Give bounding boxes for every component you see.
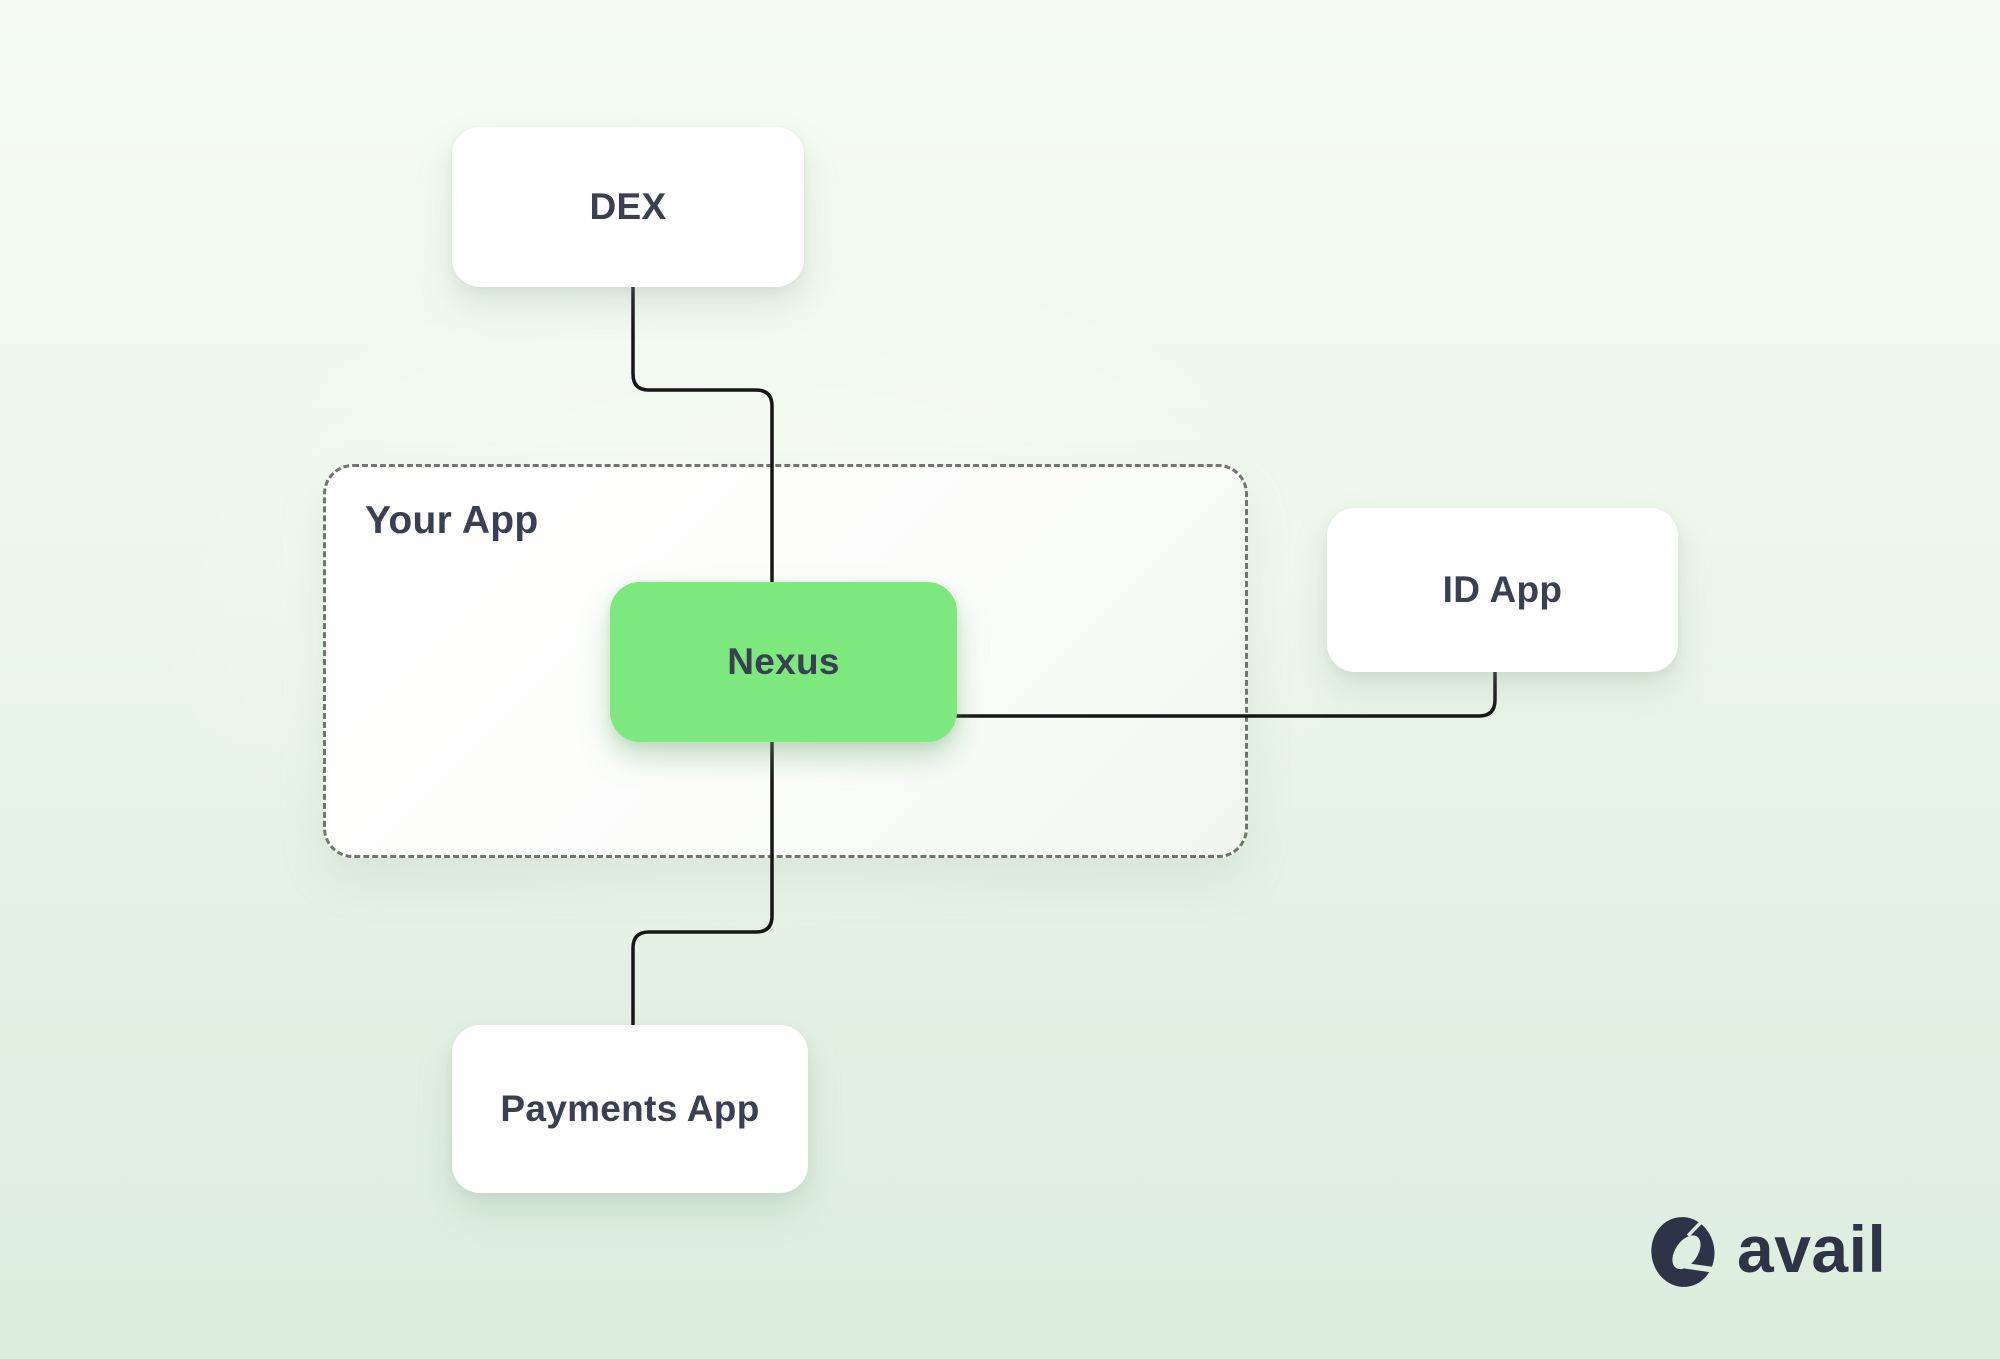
node-nexus-label: Nexus [727,641,840,682]
node-payments-app: Payments App [452,1025,808,1193]
avail-logo: avail [1650,1214,1886,1290]
group-your-app-label: Your App [365,499,539,542]
node-id-app-label: ID App [1442,569,1563,610]
node-payments-app-label: Payments App [500,1088,760,1129]
avail-logo-icon [1651,1217,1715,1287]
node-dex-label: DEX [589,186,667,227]
avail-logo-text: avail [1737,1212,1887,1286]
node-dex: DEX [452,127,804,287]
node-id-app: ID App [1327,508,1678,672]
node-nexus: Nexus [610,582,957,742]
